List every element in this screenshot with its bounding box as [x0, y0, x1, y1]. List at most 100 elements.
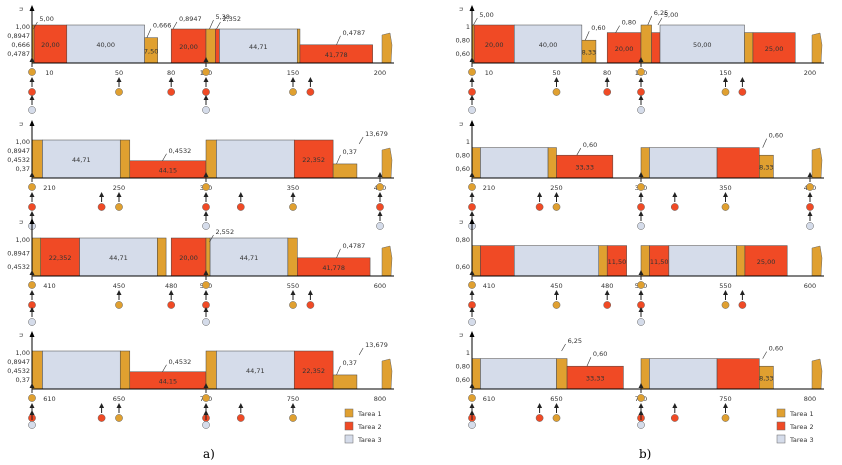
arrival-dot-t1	[115, 414, 123, 422]
annotation-label: 0,4787	[343, 29, 366, 37]
bar-t2	[716, 147, 760, 179]
annotation-leader	[146, 28, 152, 38]
arrival-arrowhead	[469, 95, 475, 100]
arrival-dot-t1	[637, 281, 645, 289]
arrival-arrowhead	[29, 77, 35, 82]
arrival-dot-t3	[806, 222, 814, 230]
arrival-dot-t2	[637, 88, 645, 96]
annotation-leader	[647, 15, 653, 26]
bar-value-label: 8,33	[582, 49, 596, 57]
annotation-leader	[615, 25, 620, 33]
bar-t1	[296, 28, 301, 64]
bar-value-label: 44,71	[246, 367, 265, 375]
bar-value-label: 44,71	[72, 156, 91, 164]
annotation-label: 13,679	[365, 341, 388, 349]
row-end-wedge	[811, 358, 823, 390]
y-tick-label: 0,60	[456, 376, 470, 384]
arrival-arrowhead	[469, 307, 475, 312]
y-axis-letter: u	[458, 220, 465, 224]
arrival-dot-t2	[738, 88, 747, 96]
y-axis-arrow	[469, 331, 475, 337]
arrival-dot-t1	[468, 281, 476, 289]
arrival-dot-t2	[603, 88, 612, 96]
arrival-arrowhead	[29, 410, 35, 415]
arrival-dot-t2	[535, 414, 544, 422]
bar-value-label: 20,00	[179, 43, 198, 51]
x-tick-label: 150	[719, 69, 731, 77]
y-tick-label: 0,4532	[7, 367, 30, 375]
arrival-dot-t2	[806, 203, 814, 211]
y-tick-label: 0,8947	[7, 147, 30, 155]
arrival-dot-t2	[468, 88, 476, 96]
bar-t2	[606, 32, 642, 64]
arrival-dot-t1	[202, 68, 210, 76]
bar-value-label: 40,00	[96, 41, 115, 49]
annotation-label: 0,80	[622, 19, 636, 27]
x-tick-label: 650	[113, 395, 125, 403]
arrival-dot-t3	[202, 421, 210, 429]
legend-swatch-t2	[344, 421, 354, 431]
arrival-dot-t1	[28, 394, 36, 402]
arrival-arrowhead	[723, 77, 728, 82]
arrival-arrowhead	[638, 290, 644, 295]
bar-t1	[640, 358, 650, 390]
bar-value-label: 20,00	[485, 41, 504, 49]
bar-t3	[42, 350, 121, 390]
bar-t1	[119, 139, 131, 179]
x-tick-label: 200	[804, 69, 816, 77]
annotation-leader	[209, 19, 214, 30]
bar-t1	[640, 245, 650, 277]
arrival-dot-t1	[468, 394, 476, 402]
arrival-dot-t1	[637, 394, 645, 402]
arrival-dot-t3	[637, 318, 645, 326]
arrival-arrowhead	[723, 290, 728, 295]
legend-swatch-t2	[776, 421, 786, 431]
bar-t1	[287, 237, 298, 277]
arrival-arrowhead	[168, 290, 174, 295]
arrival-arrowhead	[638, 307, 644, 312]
bar-value-label: 8,33	[759, 164, 773, 172]
arrival-dot-t1	[552, 203, 561, 211]
x-tick-label: 50	[552, 69, 560, 77]
arrival-arrowhead	[290, 77, 296, 82]
bar-value-label: 50,00	[693, 41, 712, 49]
x-tick-label: 150	[287, 69, 299, 77]
annotation-leader	[586, 357, 592, 367]
arrival-arrowhead	[29, 403, 35, 408]
y-tick-label: 0,80	[456, 363, 470, 371]
arrival-arrowhead	[554, 192, 559, 197]
arrival-dot-t1	[115, 88, 123, 96]
arrival-arrowhead	[203, 211, 209, 216]
row-end-wedge	[811, 32, 823, 64]
bar-t1	[556, 358, 568, 390]
bar-value-label: 7,50	[144, 47, 158, 55]
arrival-arrowhead	[469, 57, 475, 62]
x-tick-label: 450	[113, 282, 125, 290]
annotation-leader	[762, 138, 767, 148]
arrival-arrowhead	[290, 192, 296, 197]
panel-subtitle: b)	[639, 447, 651, 461]
bar-t3	[668, 245, 737, 277]
annotation-label: 0,666	[153, 22, 172, 30]
row-3: 11,5011,5025,00u0,800,604104504805005506…	[456, 218, 824, 326]
y-tick-label: 0,60	[456, 50, 470, 58]
x-tick-label: 350	[719, 184, 731, 192]
bar-t1	[119, 350, 131, 390]
arrival-dot-t2	[535, 203, 544, 211]
arrival-dot-t2	[306, 88, 315, 96]
bar-t3	[79, 237, 158, 277]
annotation-label: 5,38	[215, 13, 229, 21]
y-tick-label: 1	[466, 138, 470, 146]
bar-t3	[514, 24, 583, 64]
x-tick-label: 600	[374, 282, 386, 290]
bar-value-label: 25,00	[765, 45, 784, 53]
arrival-arrowhead	[203, 77, 209, 82]
arrival-arrowhead	[29, 270, 35, 275]
arrival-dot-t2	[670, 414, 679, 422]
arrival-dot-t2	[738, 301, 747, 309]
arrival-dot-t1	[289, 88, 297, 96]
x-tick-label: 650	[550, 395, 562, 403]
